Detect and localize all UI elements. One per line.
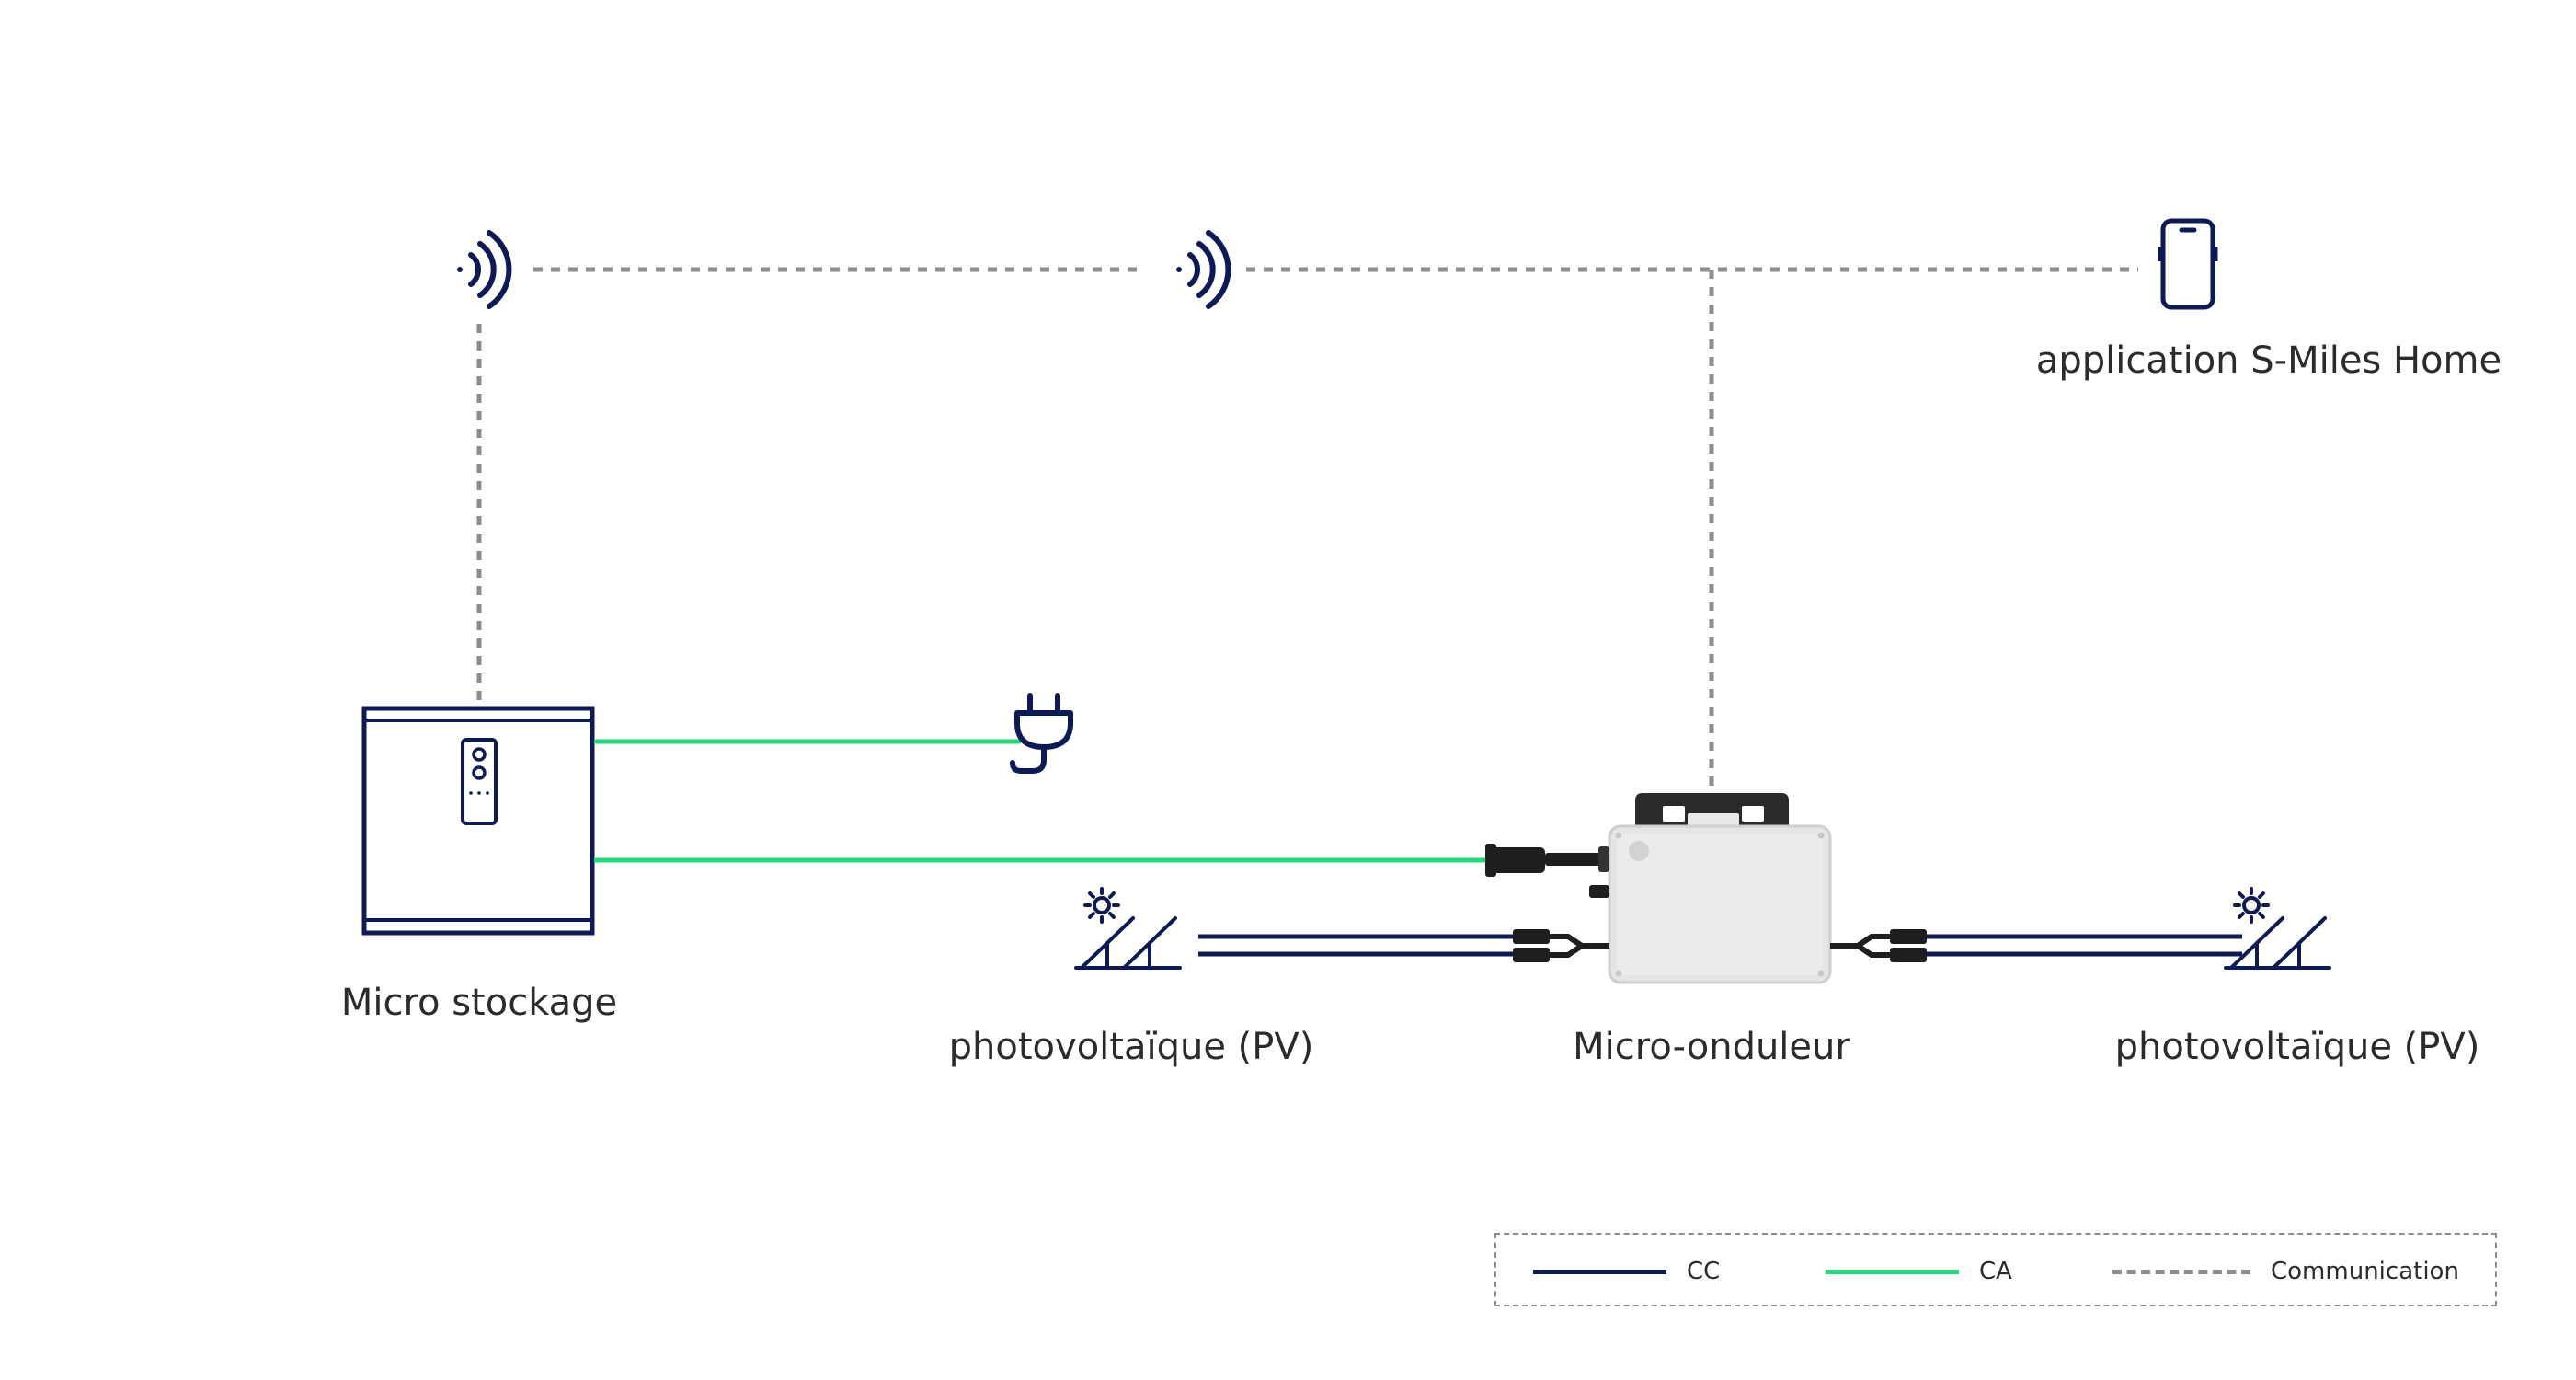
legend: CC CA Communication	[1494, 1233, 2497, 1306]
communication-lines	[476, 267, 2138, 796]
dc-lines-right	[1925, 934, 2242, 957]
legend-item-comm: Communication	[2112, 1235, 2459, 1308]
legend-item-dc: CC	[1533, 1235, 1720, 1308]
app-label: application S-Miles Home	[2035, 339, 2502, 382]
pv-left-label: photovoltaïque (PV)	[948, 1026, 1314, 1068]
wifi-icon	[1176, 230, 1231, 309]
inverter-label: Micro-onduleur	[1573, 1026, 1850, 1068]
storage-label: Micro stockage	[340, 982, 618, 1024]
legend-swatch-comm	[2112, 1269, 2250, 1274]
legend-label-comm: Communication	[2271, 1258, 2459, 1285]
solar-panel-icon	[2224, 887, 2331, 970]
legend-label-ac: CA	[1979, 1258, 2012, 1285]
pv-right-label: photovoltaïque (PV)	[2114, 1026, 2480, 1068]
plug-icon	[1010, 693, 1073, 774]
micro-inverter-icon	[1485, 793, 1927, 984]
wifi-icon	[457, 230, 512, 309]
legend-item-ac: CA	[1826, 1235, 2012, 1308]
ac-lines	[594, 739, 1494, 863]
smartphone-icon	[2158, 218, 2218, 310]
solar-panel-icon	[1074, 887, 1182, 970]
battery-storage-icon	[361, 706, 595, 936]
legend-swatch-dc	[1533, 1269, 1666, 1274]
dc-lines-left	[1198, 934, 1517, 957]
legend-swatch-ac	[1826, 1269, 1959, 1274]
legend-label-dc: CC	[1687, 1258, 1721, 1285]
